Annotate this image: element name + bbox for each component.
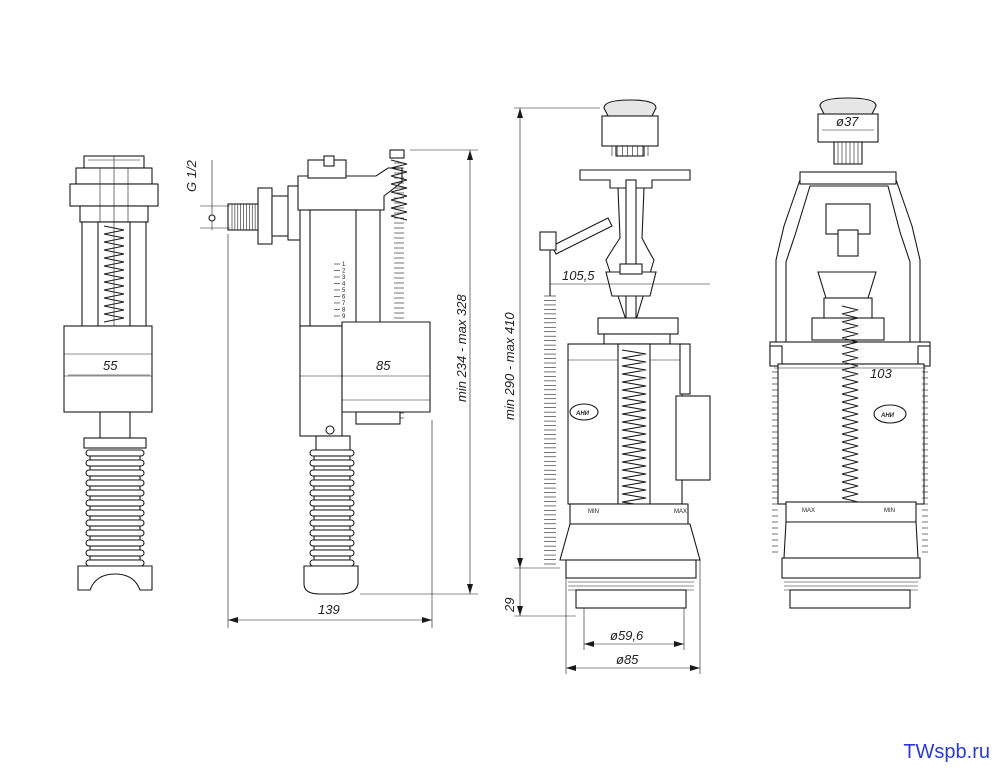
- brand-logo-front: АНИ: [873, 404, 907, 424]
- dim-base-height: 29: [502, 598, 517, 613]
- fill-valve-front-view: 55: [63, 155, 159, 591]
- scale-number: 9: [342, 314, 346, 320]
- dim-float-width: 85: [376, 358, 391, 373]
- button-knurl-front: [837, 142, 859, 164]
- scale-number: 3: [342, 275, 346, 281]
- guide-rail: [544, 295, 556, 565]
- dim-flush-valve-height: min 290 - max 410: [502, 312, 517, 420]
- svg-text:АНИ: АНИ: [880, 413, 895, 419]
- svg-text:MIN: MIN: [884, 508, 895, 514]
- brand-logo: АНИ: [569, 403, 599, 421]
- scale-number: 8: [342, 308, 346, 314]
- dim-thread-diameter: ø59,6: [610, 628, 644, 643]
- button-knurl: [611, 146, 649, 156]
- flush-valve-side-view: 105,5 АНИ MIN MAX min 290 - max 410: [502, 99, 711, 674]
- scale-number: 6: [342, 295, 346, 301]
- stem-spring: [103, 225, 125, 323]
- scale-number: 7: [342, 301, 346, 307]
- dim-thread-size: G 1/2: [184, 159, 199, 192]
- scale-number: 2: [342, 269, 346, 275]
- svg-text:АНИ: АНИ: [575, 411, 590, 417]
- dim-button-diameter: ø37: [836, 114, 859, 129]
- body-ribs: [772, 371, 928, 553]
- base-thread: [568, 577, 694, 591]
- scale-number: 1: [342, 262, 346, 268]
- dim-overflow-offset: 105,5: [562, 268, 595, 283]
- flush-valve-front-view: ø37 103 АНИ MAX MIN: [769, 97, 931, 609]
- svg-text:MAX: MAX: [674, 509, 687, 515]
- corrugated-hose-side: [309, 449, 355, 571]
- corrugated-hose-front: [85, 449, 145, 571]
- dim-fill-valve-width: 55: [103, 358, 118, 373]
- dim-base-diameter: ø85: [616, 652, 639, 667]
- dim-fill-valve-total-width: 139: [318, 602, 340, 617]
- scale-number: 4: [342, 282, 346, 288]
- watermark: TWspb.ru: [903, 741, 990, 763]
- scale-number: 5: [342, 288, 346, 294]
- svg-text:MAX: MAX: [802, 508, 815, 514]
- dim-fill-valve-height: min 234 - max 328: [454, 294, 469, 402]
- dim-body-width: 103: [870, 366, 892, 381]
- svg-text:MIN: MIN: [588, 509, 599, 515]
- base-thread-front: [784, 577, 918, 591]
